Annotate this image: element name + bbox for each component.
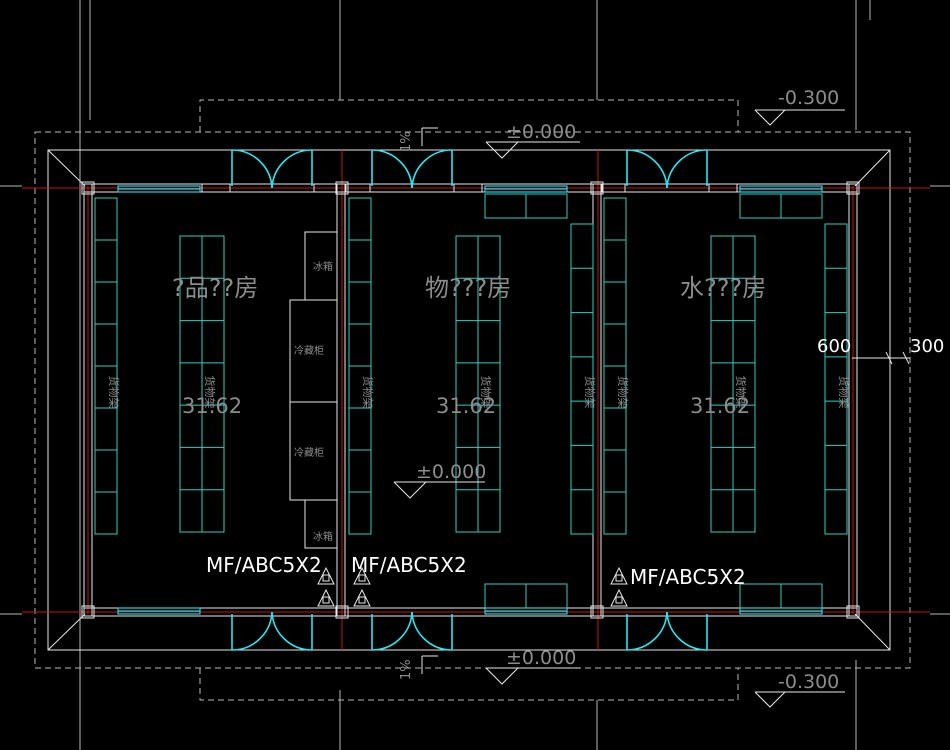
freezer-label-top: 冰箱 xyxy=(313,260,333,273)
shelf-labels: 货物架 货物架 货物架 货物架 货物架 货物架 货物架 货物架 xyxy=(107,376,851,409)
extinguisher-label-1: MF/ABC5X2 xyxy=(206,553,322,577)
level-entry-bottom: ±0.000 xyxy=(506,647,576,669)
shelf-label: 货物架 xyxy=(107,376,121,409)
level-marks xyxy=(393,109,845,708)
fridge-label-1: 冷藏柜 xyxy=(294,344,324,357)
shelf-label: 货物架 xyxy=(583,376,597,409)
apron-outline xyxy=(34,99,911,701)
text-labels: ?品??房 物???房 水???房 31.62 31.62 31.62 -0.3… xyxy=(172,87,944,693)
extinguisher-label-3: MF/ABC5X2 xyxy=(630,565,746,589)
fridge-label-2: 冷藏柜 xyxy=(294,446,324,459)
dimension-right: 300 xyxy=(910,336,944,357)
wall-cabinets xyxy=(484,193,823,609)
dimension-left: 600 xyxy=(817,336,851,357)
shelf-label: 货物架 xyxy=(837,376,851,409)
shelf-label: 货物架 xyxy=(361,376,375,409)
axis-lines xyxy=(22,150,930,650)
room-name-2: 物???房 xyxy=(425,274,511,302)
shelf-label: 货物架 xyxy=(734,376,748,409)
windows xyxy=(117,185,823,615)
level-outside-top: -0.300 xyxy=(778,87,839,109)
shelves xyxy=(94,197,848,535)
slope-top: 1% xyxy=(399,131,414,152)
shelf-unit xyxy=(824,223,848,535)
slope-bottom: 1% xyxy=(399,659,414,680)
room-area-1: 31.62 xyxy=(182,394,242,418)
shelf-label: 货物架 xyxy=(479,376,493,409)
dimension-line xyxy=(852,351,910,365)
extinguisher-label-2: MF/ABC5X2 xyxy=(351,553,467,577)
cold-storage xyxy=(289,231,338,549)
shelf-label: 货物架 xyxy=(616,376,630,409)
level-entry-top: ±0.000 xyxy=(506,121,576,143)
room-area-3: 31.62 xyxy=(690,394,750,418)
shelf-unit xyxy=(570,223,594,535)
room-area-2: 31.62 xyxy=(436,394,496,418)
level-interior: ±0.000 xyxy=(416,461,486,483)
extinguisher-symbols xyxy=(317,566,628,607)
freezer-label-bottom: 冰箱 xyxy=(313,530,333,543)
doors-bottom xyxy=(231,611,708,651)
doors-top xyxy=(201,149,738,193)
room-name-1: ?品??房 xyxy=(172,274,258,302)
level-outside-bottom: -0.300 xyxy=(778,671,839,693)
room-name-3: 水???房 xyxy=(680,274,766,302)
shelf-label: 货物架 xyxy=(203,376,217,409)
roof-outline xyxy=(47,149,891,651)
